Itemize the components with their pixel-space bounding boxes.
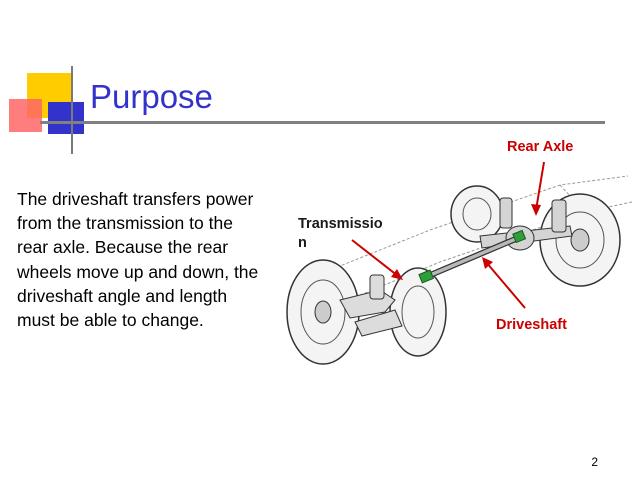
body-paragraph: The driveshaft transfers power from the … [17,189,259,331]
rear-left-wheel [450,185,504,243]
decor-vertical-line [71,66,73,154]
callout-arrows [351,161,545,309]
front-wheel [286,259,360,365]
slide-title: Purpose [90,78,213,115]
front-right-wheel [389,267,447,357]
label-transmission-line2: n [298,235,307,251]
title-rule [40,121,605,124]
driveshaft-arrow [485,261,526,309]
decor-red-square [9,99,42,132]
front-suspension [339,274,403,337]
driveshaft-shape [418,229,527,284]
rear-axle-arrowhead [531,204,541,216]
page-number: 2 [591,455,598,469]
label-transmission-line1: Transmissio [298,216,383,232]
label-rear-axle: Rear Axle [507,139,574,155]
label-driveshaft: Driveshaft [496,317,567,333]
decor-blue-square [48,102,84,134]
rear-axle-arrow [535,161,545,211]
transmission-arrowhead [391,269,403,280]
driveshaft-arrowhead [482,257,493,269]
transmission-arrow [351,239,399,277]
